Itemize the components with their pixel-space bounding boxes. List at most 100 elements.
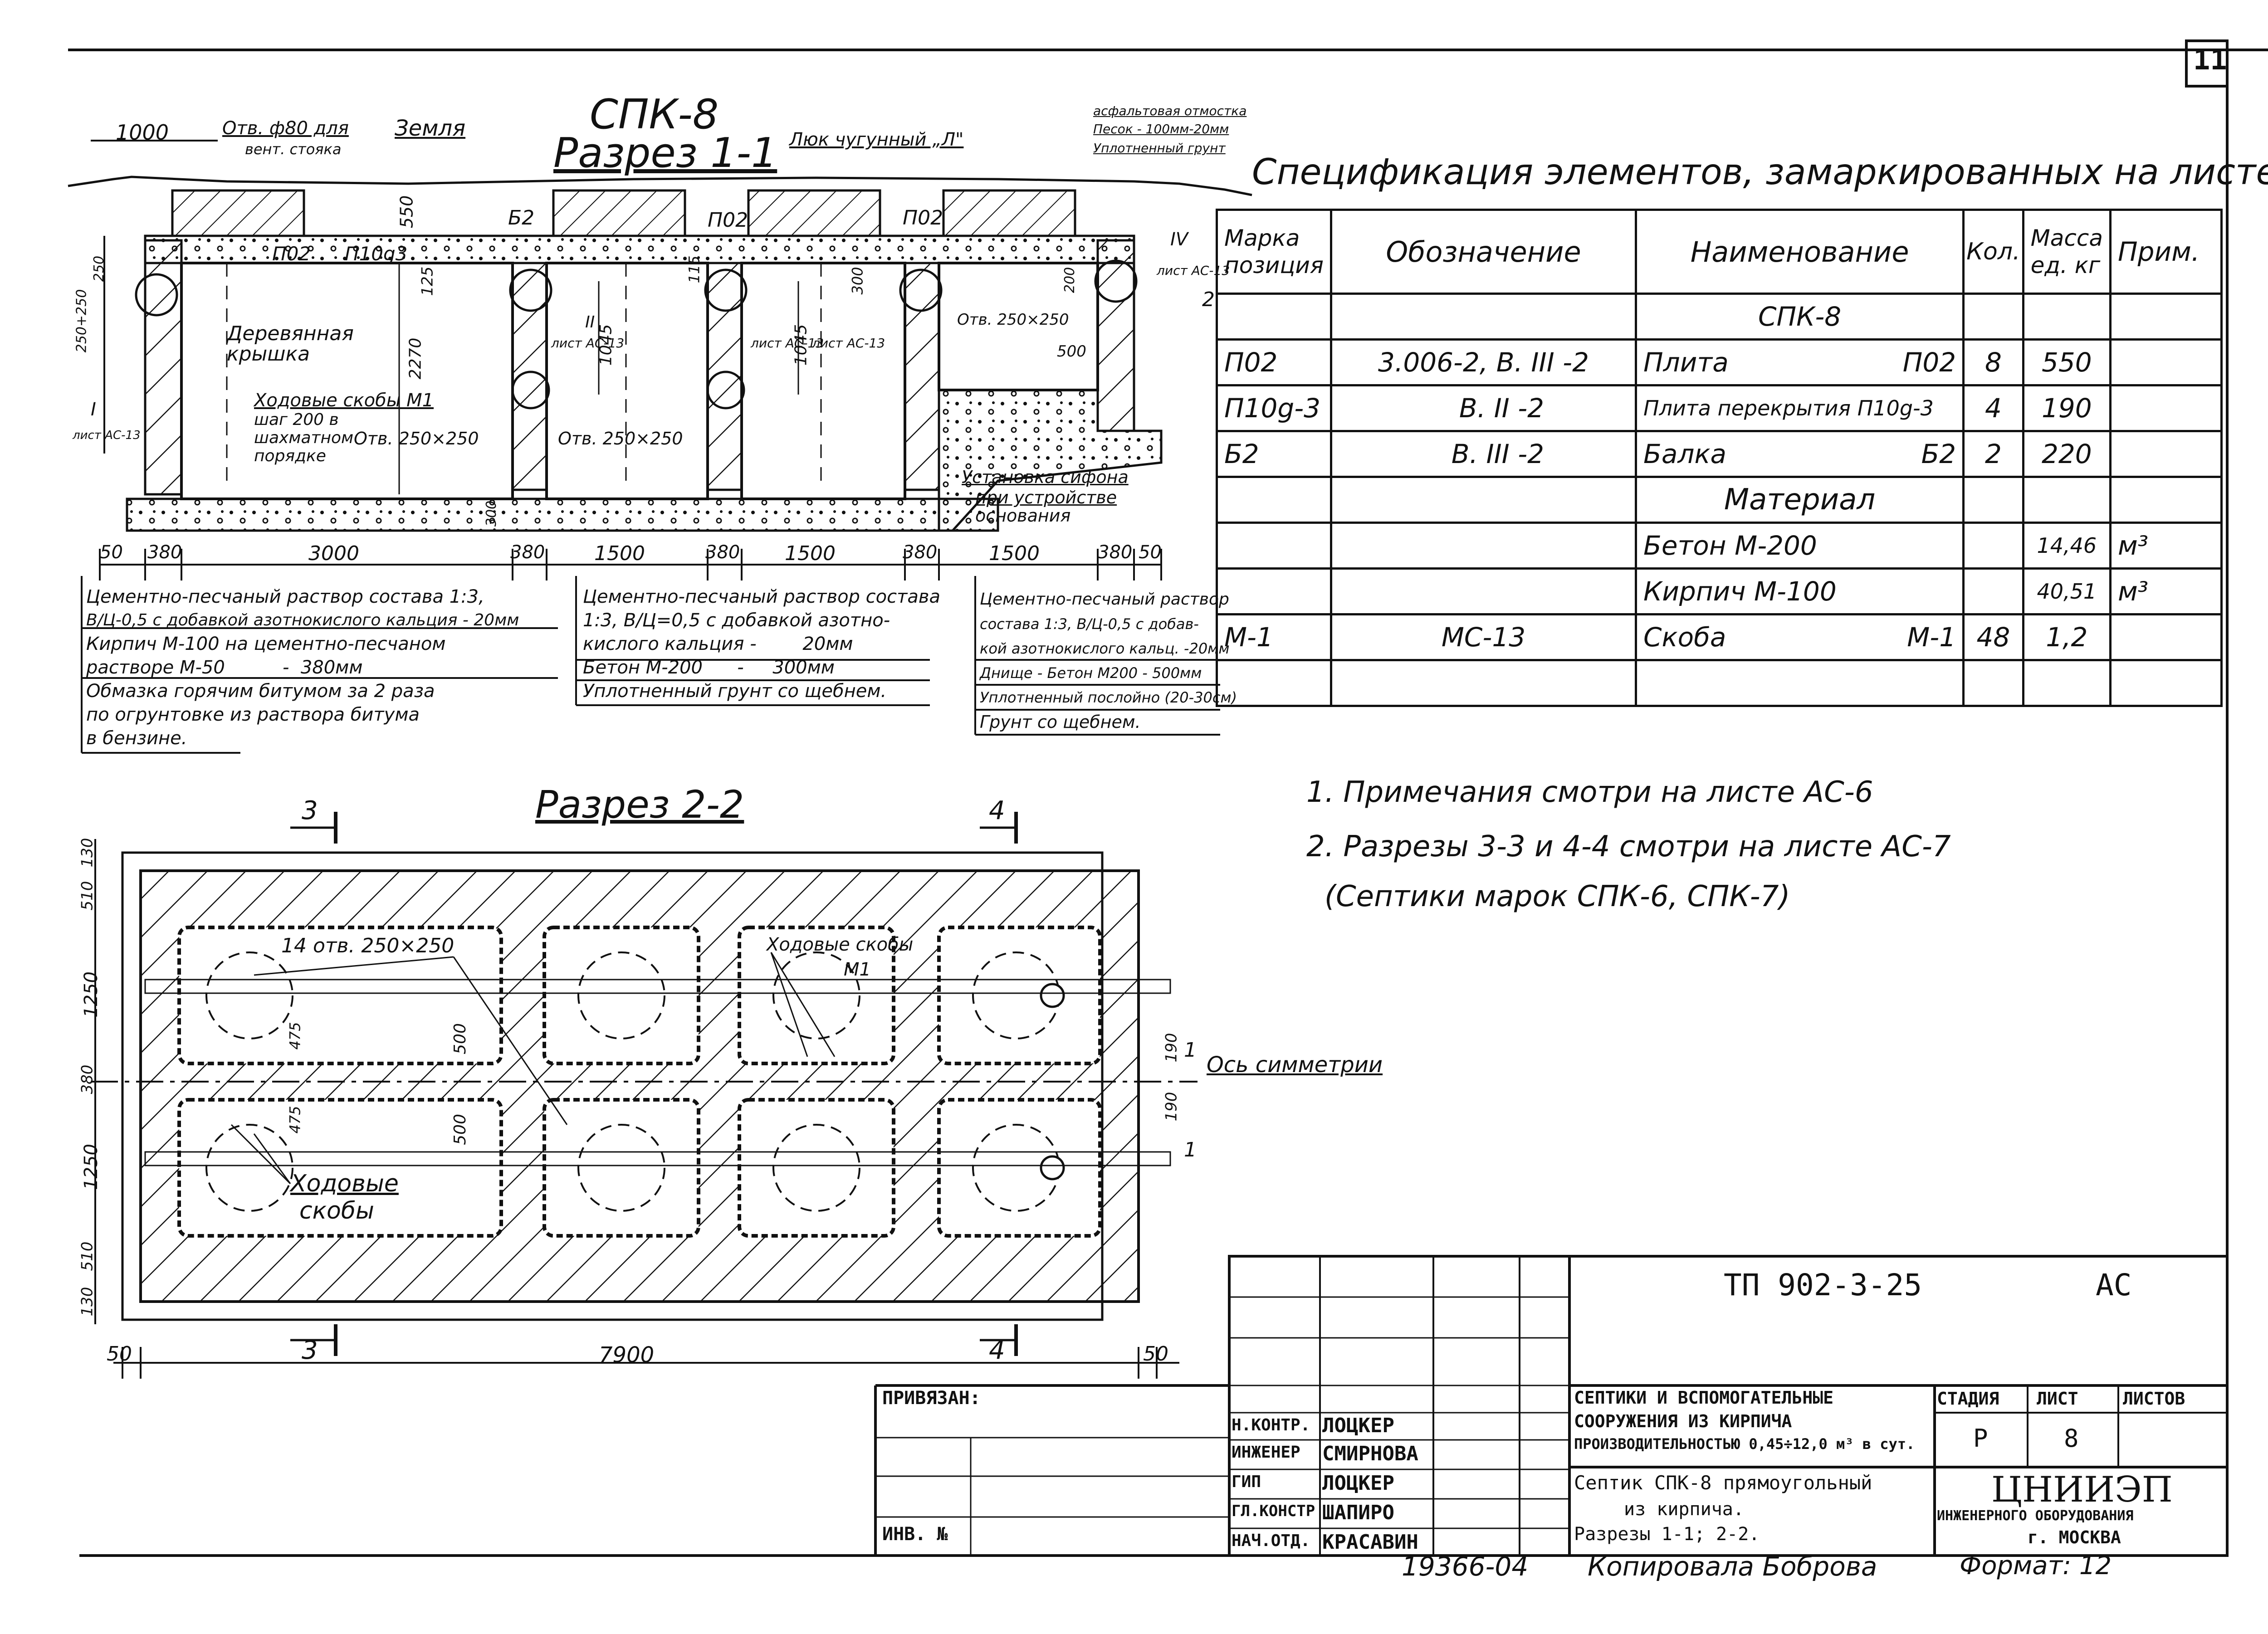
dim-s1-4: 1500 (594, 542, 645, 565)
note-mid-2: кислого кальция - 20мм (583, 634, 853, 654)
label-steps1: Ходовые скобы М1 (254, 390, 434, 411)
role-4: НАЧ.ОТД. (1232, 1532, 1310, 1550)
role-3: ГЛ.КОНСТР (1232, 1502, 1315, 1520)
dim-s2-bottom-0: 50 (107, 1342, 132, 1366)
org-name: ЦНИИЭП (1991, 1469, 2173, 1510)
section-2-2 (91, 812, 1198, 1379)
label-dim-1000: 1000 (116, 120, 169, 145)
label-sheet-ref3: лист АС-13 (751, 336, 824, 351)
note-mid-3: Бетон М-200 - 300мм (583, 657, 835, 678)
spec-r2-name: Плита перекрытия П10g-3 (1635, 384, 1965, 432)
section-1-1 (68, 140, 1252, 754)
label-dim-125: 125 (418, 266, 437, 296)
dim-s2-left-1: 510 (78, 881, 97, 911)
dim-s2-bottom-1: 7900 (599, 1342, 655, 1368)
org-line-2: ИНЖЕНЕРНОГО ОБОРУДОВАНИЯ (1937, 1508, 2134, 1524)
label-mark-i: I (91, 399, 96, 420)
role-1: ИНЖЕНЕР (1232, 1443, 1300, 1462)
spec-group2-row: Материал (1216, 476, 2223, 524)
name-2: ЛОЦКЕР (1322, 1472, 1394, 1495)
note-right-3: Днище - Бетон М200 - 500мм (980, 664, 1202, 682)
table-row (1216, 659, 2223, 707)
label-vent-hole: Отв. ф80 для (222, 118, 349, 139)
table-row: Кирпич М-100 40,51 м³ (1216, 567, 2223, 615)
note-right-5: Грунт со щебнем. (980, 712, 1141, 732)
label-dim-300b: 300 (484, 500, 500, 527)
dim-s1-3: 380 (510, 542, 545, 563)
label-p02a: П02 (708, 209, 748, 232)
label-mark-ii: II (585, 313, 595, 332)
role-2: ГИП (1232, 1473, 1261, 1491)
label-dim-475b: 475 (286, 1106, 304, 1134)
label-blind-area3: Уплотненный грунт (1093, 141, 1226, 156)
note-left-5: по огрунтовке из раствора битума (86, 704, 420, 725)
dim-s2-left-5: 510 (78, 1241, 97, 1271)
notes-left: Цементно-песчаный раствор состава 1:3, В… (86, 585, 519, 750)
spec-m1-name: Бетон М-200 (1635, 522, 1965, 570)
label-mark-2: 2 (1202, 288, 1215, 311)
dim-s2-left-6: 130 (78, 1287, 97, 1317)
dim-s1-9: 380 (1098, 542, 1133, 563)
note-right-0: Цементно-песчаный раствор (980, 590, 1229, 609)
dim-s2-left-0: 130 (78, 838, 97, 868)
section1-title: СПК-8 (590, 91, 719, 138)
spec-m1-mass: 14,46 (2022, 522, 2112, 570)
label-dim-190a: 190 (1162, 1033, 1181, 1063)
spec-group1: СПК-8 (1635, 293, 1965, 341)
cut3-top: 3 (302, 796, 318, 825)
label-mark-iv: IV (1170, 229, 1188, 250)
spec-r3-qty: 2 (1962, 430, 2024, 478)
label-siphon3: основания (975, 506, 1071, 526)
sheets-header: ЛИСТОВ (2123, 1389, 2185, 1409)
note-mid-0: Цементно-песчаный раствор состава (583, 586, 941, 607)
label-wood-cover1: Деревянная (227, 322, 354, 345)
general-note-3: (Септики марок СПК-6, СПК-7) (1325, 880, 1790, 913)
spec-r1-desig: 3.006-2, В. III -2 (1330, 338, 1637, 386)
copied-by: Копировала Боброва (1588, 1551, 1877, 1582)
description-3: ПРОИЗВОДИТЕЛЬНОСТЬЮ 0,45÷12,0 м³ в сут. (1574, 1435, 1915, 1453)
label-sheet-ref4: лист АС-13 (812, 336, 885, 351)
sheet-title-1: Септик СПК-8 прямоугольный (1574, 1472, 1872, 1494)
notes-right: Цементно-песчаный раствор состава 1:3, В… (980, 587, 1237, 734)
label-dim-500: 500 (1057, 342, 1086, 361)
spec-group2: Материал (1635, 476, 1965, 524)
label-blind-area1: асфальтовая отмостка (1093, 103, 1247, 118)
spec-r1-note (2109, 338, 2223, 386)
spec-h-desig: Обозначение (1330, 209, 1637, 295)
spec-r2-mark: П10g-3 (1216, 384, 1332, 432)
label-steps-bottom2: скобы (299, 1197, 374, 1224)
sheet-title-2: из кирпича. (1624, 1499, 1744, 1520)
spec-r2-desig: В. II -2 (1330, 384, 1637, 432)
page-number: 11 (2193, 43, 2227, 76)
spec-h-name: Наименование (1635, 209, 1965, 295)
section2-title: Разрез 2-2 (535, 782, 744, 827)
spec-s1-qty: 48 (1962, 613, 2024, 661)
label-wood-cover2: крышка (227, 342, 310, 366)
note-right-2: кой азотнокислого кальц. -20мм (980, 640, 1230, 657)
label-dim-190b: 190 (1162, 1092, 1181, 1122)
spec-s1-note (2109, 613, 2223, 661)
label-hole-250c: Отв. 250×250 (957, 311, 1069, 329)
spec-r1-mass: 550 (2022, 338, 2112, 386)
cut4-top: 4 (989, 796, 1005, 825)
spec-r3-mass: 220 (2022, 430, 2112, 478)
dim-s1-1: 380 (147, 542, 182, 563)
spec-r3-mark: Б2 (1216, 430, 1332, 478)
spec-r2-mass: 190 (2022, 384, 2112, 432)
note-right-4: Уплотненный послойно (20-30см) (980, 689, 1237, 706)
spec-r2-qty: 4 (1962, 384, 2024, 432)
name-4: КРАСАВИН (1322, 1531, 1418, 1554)
role-0: Н.КОНТР. (1232, 1416, 1310, 1434)
label-siphon2: при устройстве (975, 488, 1117, 507)
name-3: ШАПИРО (1322, 1501, 1394, 1524)
label-dim-500b: 500 (450, 1114, 469, 1145)
label-p10g3: П10g3 (345, 243, 408, 265)
spec-group1-row: СПК-8 (1216, 293, 2223, 341)
sheet-value: 8 (2064, 1424, 2079, 1453)
